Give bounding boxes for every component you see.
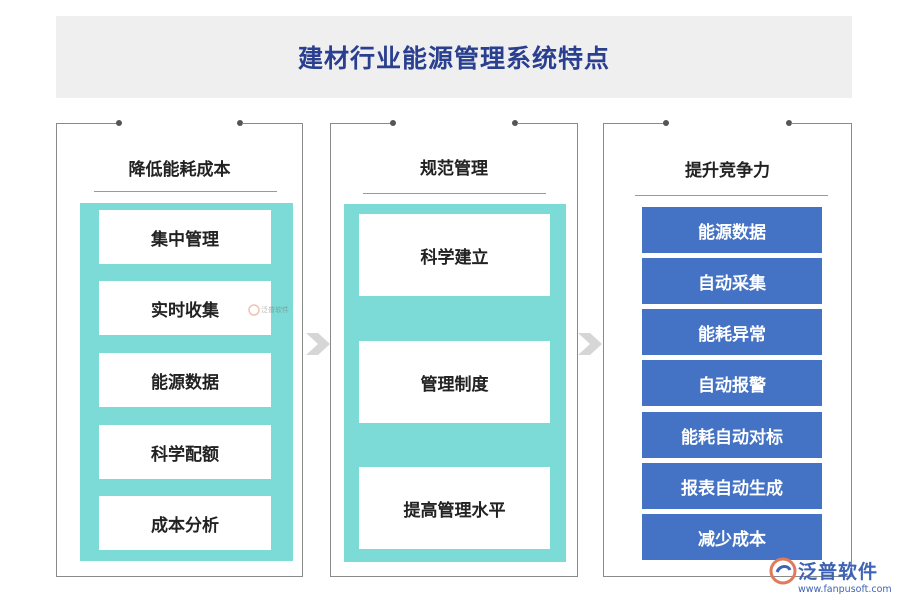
list-item: 科学配额 bbox=[99, 425, 271, 479]
watermark-text: 泛普软件 bbox=[261, 306, 289, 314]
list-item: 能耗自动对标 bbox=[642, 412, 822, 458]
panel-dot-left bbox=[390, 120, 396, 126]
list-item: 管理制度 bbox=[359, 341, 550, 423]
list-item: 能源数据 bbox=[642, 207, 822, 253]
panel-dot-left bbox=[663, 120, 669, 126]
panel-reduce-cost: 降低能耗成本 集中管理 实时收集 能源数据 科学配额 成本分析 bbox=[56, 120, 303, 577]
panel-divider bbox=[363, 193, 546, 194]
panel-competitiveness: 提升竞争力 能源数据 自动采集 能耗异常 自动报警 能耗自动对标 报表自动生成 … bbox=[603, 120, 852, 577]
watermark: 泛普软件 bbox=[248, 303, 294, 317]
brand-logo: 泛普软件 www.fanpusoft.com bbox=[768, 554, 894, 598]
list-item: 实时收集 bbox=[99, 281, 271, 335]
panel-standard-management: 规范管理 科学建立 管理制度 提高管理水平 bbox=[330, 120, 578, 577]
list-item: 自动采集 bbox=[642, 258, 822, 304]
panel-dot-left bbox=[116, 120, 122, 126]
arrow-right-icon bbox=[306, 333, 330, 355]
list-item: 报表自动生成 bbox=[642, 463, 822, 509]
list-item: 减少成本 bbox=[642, 514, 822, 560]
panel-divider bbox=[635, 195, 828, 196]
list-item: 提高管理水平 bbox=[359, 467, 550, 549]
items-container: 集中管理 实时收集 能源数据 科学配额 成本分析 bbox=[80, 203, 293, 561]
panel-title: 降低能耗成本 bbox=[128, 160, 231, 180]
panel-title: 提升竞争力 bbox=[685, 161, 770, 181]
brand-name: 泛普软件 bbox=[798, 561, 879, 583]
items-container: 科学建立 管理制度 提高管理水平 bbox=[344, 204, 566, 562]
brand-url: www.fanpusoft.com bbox=[798, 584, 892, 595]
list-item: 科学建立 bbox=[359, 214, 550, 296]
list-item: 自动报警 bbox=[642, 360, 822, 406]
brand-logo-icon bbox=[769, 557, 797, 585]
panel-dot-right bbox=[237, 120, 243, 126]
arrow-right-icon bbox=[578, 333, 602, 355]
list-item: 集中管理 bbox=[99, 210, 271, 264]
list-item: 成本分析 bbox=[99, 496, 271, 550]
diagram-title: 建材行业能源管理系统特点 bbox=[297, 44, 610, 73]
panel-divider bbox=[94, 191, 277, 192]
title-bar: 建材行业能源管理系统特点 bbox=[56, 16, 852, 98]
panel-dot-right bbox=[786, 120, 792, 126]
watermark-logo-icon bbox=[248, 304, 260, 316]
list-item: 能源数据 bbox=[99, 353, 271, 407]
list-item: 能耗异常 bbox=[642, 309, 822, 355]
panel-title: 规范管理 bbox=[420, 159, 488, 179]
panel-dot-right bbox=[512, 120, 518, 126]
